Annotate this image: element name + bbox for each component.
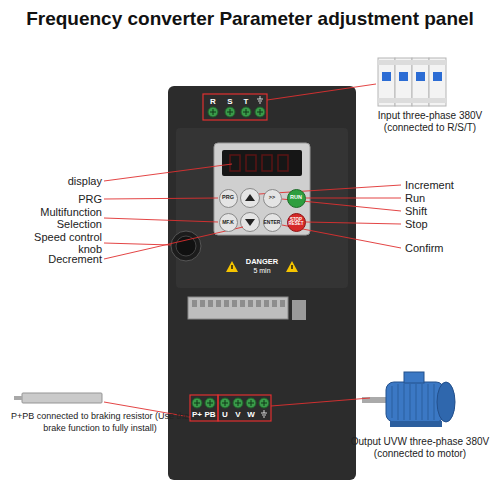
terminal-label: P+ xyxy=(191,409,203,420)
motor xyxy=(362,372,455,427)
callout-label: PRG xyxy=(10,193,102,205)
terminal-label: S xyxy=(224,96,236,107)
callout-label: Confirm xyxy=(405,242,495,254)
key-button: MF.K xyxy=(219,213,238,232)
terminal-label: U xyxy=(219,409,231,420)
key-label: ENTER xyxy=(264,220,281,225)
leader-lines xyxy=(104,84,401,417)
terminal-label: V xyxy=(232,409,244,420)
diagram-title: Frequency converter Parameter adjustment… xyxy=(0,8,500,30)
key-label: RUN xyxy=(290,195,302,201)
callout-label: Speed control knob xyxy=(10,231,102,255)
inverter-body xyxy=(168,86,356,480)
braking-resistor xyxy=(14,393,102,403)
key-label: PRG xyxy=(222,195,234,201)
callout-label: display xyxy=(10,175,102,187)
terminal-label: PB xyxy=(204,409,216,420)
terminal-block: P+PBUVW xyxy=(190,409,260,420)
callout-label: Increment xyxy=(405,179,495,191)
terminal-label: W xyxy=(245,409,257,420)
caption-note: P+PB connected to braking resistor (Use … xyxy=(5,410,195,434)
caption-note: Input three-phase 380V (connected to R/S… xyxy=(362,110,498,134)
key-label: >> xyxy=(269,195,275,201)
callout-label: Stop xyxy=(405,218,495,230)
key-label: MF.K xyxy=(222,220,234,225)
callout-label: Decrement xyxy=(10,253,102,265)
caption-note: Output UVW three-phase 380V (connected t… xyxy=(345,436,495,460)
callout-label: Multifunction Selection xyxy=(10,206,102,230)
callout-label: Shift xyxy=(405,205,495,217)
key-label: STOP RESET xyxy=(289,218,304,227)
terminal-label: R xyxy=(207,96,219,107)
key-button: RUN xyxy=(287,189,306,208)
warning-text: DANGER xyxy=(237,258,287,266)
key-button: STOP RESET xyxy=(287,213,306,232)
key-button: >> xyxy=(263,189,282,208)
terminal-block: RST xyxy=(206,96,262,107)
key-button: ENTER xyxy=(263,213,282,232)
callout-label: Run xyxy=(405,192,495,204)
warning-text: 5 min xyxy=(237,267,287,275)
terminal-label: T xyxy=(240,96,252,107)
circuit-breaker xyxy=(378,58,446,106)
key-button: PRG xyxy=(219,189,238,208)
